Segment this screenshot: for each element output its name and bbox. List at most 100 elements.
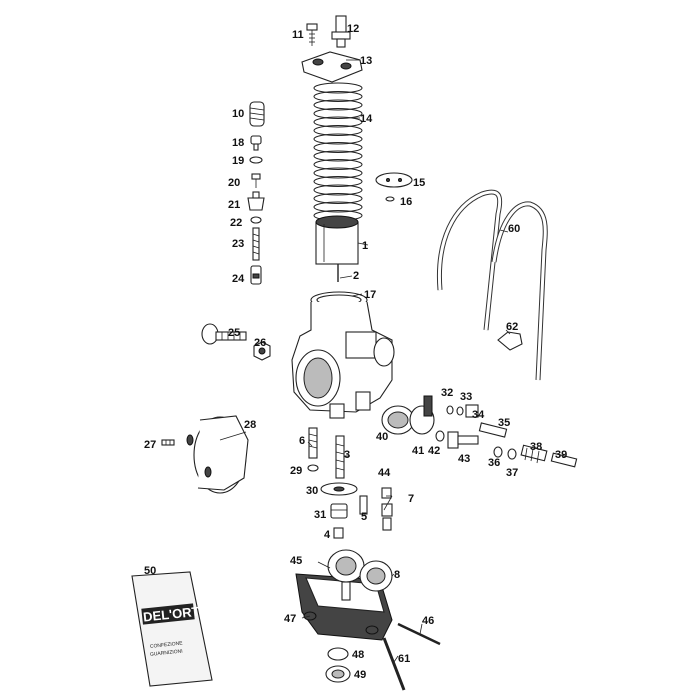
screw-39 [550,452,578,468]
label-49: 49 [354,669,366,681]
diaphragm-40 [381,405,415,435]
jet-24 [250,265,262,285]
washer-37 [507,448,517,460]
label-31: 31 [314,509,326,521]
nut-26 [253,341,271,361]
screw-35 [478,422,508,438]
carburetor-body [291,291,395,419]
clip-16 [385,196,395,202]
plug-49 [325,665,351,683]
label-61: 61 [398,653,410,665]
washer-29 [307,464,319,472]
label-23: 23 [232,238,244,250]
label-36: 36 [488,457,500,469]
label-45: 45 [290,555,302,567]
screw-18 [250,135,262,151]
nut-34 [465,404,479,418]
plate-30 [320,482,358,496]
label-1: 1 [362,240,368,252]
tube-23 [252,227,260,261]
label-35: 35 [498,417,510,429]
cover-41 [409,395,435,435]
needle-jet-3 [335,435,345,479]
label-30: 30 [306,485,318,497]
top-cap-13 [301,51,363,83]
jet-4 [333,527,344,539]
jet-44 [381,487,392,499]
cable-adjuster-12 [331,15,351,48]
jet-5 [359,495,368,515]
label-2: 2 [353,270,359,282]
label-6: 6 [299,435,305,447]
ring-32 [446,405,454,415]
part-number-labels: 1 2 3 4 5 6 7 8 10 11 12 13 14 15 16 17 … [144,23,567,681]
screw-11 [306,23,318,46]
label-47: 47 [284,613,296,625]
label-20: 20 [228,177,240,189]
label-8: 8 [394,569,400,581]
washer-22 [250,216,262,224]
gasket-15 [375,172,413,188]
washer-42 [435,430,445,442]
bag-line-1: CONFEZIONE [150,640,184,649]
screw-20 [251,173,261,188]
label-62: 62 [506,321,518,333]
jet-6 [308,427,318,459]
label-43: 43 [458,453,470,465]
label-28: 28 [244,419,256,431]
throttle-slide-1 [315,215,359,265]
gasket-kit-bag-50: DEL'ORTO CONFEZIONE GUARNIZIONI [131,571,213,687]
bag-brand-text: DEL'ORTO [142,603,210,625]
label-10: 10 [232,108,244,120]
label-34: 34 [472,409,485,421]
label-25: 25 [228,327,240,339]
label-32: 32 [441,387,453,399]
ring-48 [327,647,349,661]
bag-line-2: GUARNIZIONI [150,648,183,657]
label-27: 27 [144,439,156,451]
label-21: 21 [228,199,240,211]
vent-tubes-60 [436,189,548,381]
clip-62 [497,331,523,351]
label-16: 16 [400,196,412,208]
label-50: 50 [144,565,156,577]
leader-lines [219,59,511,663]
label-38: 38 [530,441,542,453]
label-24: 24 [232,273,245,285]
main-jet-31 [330,503,348,519]
rod-61 [382,637,406,691]
spring-14 [313,82,363,221]
label-37: 37 [506,467,518,479]
label-7: 7 [408,493,414,505]
label-22: 22 [230,217,242,229]
float-8 [359,560,393,592]
label-46: 46 [422,615,434,627]
spring-38 [520,444,548,464]
valve-7 [381,503,393,531]
label-3: 3 [344,449,350,461]
label-48: 48 [352,649,364,661]
label-5: 5 [361,511,367,523]
label-33: 33 [460,391,472,403]
label-40: 40 [376,431,388,443]
screw-27 [161,439,175,446]
float-45 [327,549,365,601]
label-42: 42 [428,445,440,457]
label-17: 17 [364,289,376,301]
spring-36 [493,446,503,458]
label-19: 19 [232,155,244,167]
label-14: 14 [360,113,373,125]
label-15: 15 [413,177,425,189]
label-26: 26 [254,337,266,349]
spring-10 [249,101,265,127]
label-18: 18 [232,137,244,149]
nut-19 [249,156,263,164]
air-horn-28 [186,415,249,494]
label-4: 4 [324,529,331,541]
label-44: 44 [378,467,391,479]
label-11: 11 [292,29,304,41]
pin-46 [397,622,441,646]
banjo-bolt-43 [447,431,479,449]
adjust-screw-25 [201,323,247,345]
